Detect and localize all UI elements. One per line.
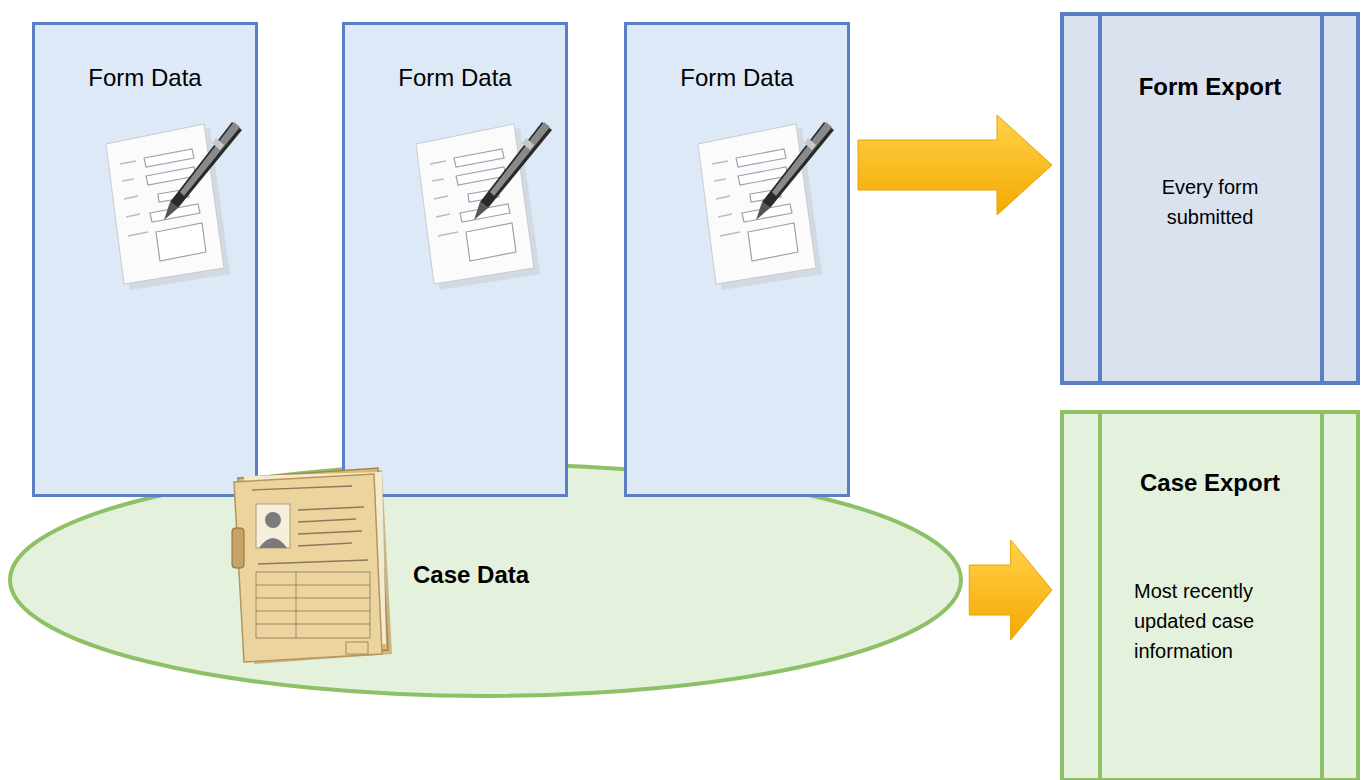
form-data-box: Form Data (342, 22, 568, 497)
block-arrow (858, 115, 1052, 215)
box-title: Form Data (398, 63, 511, 93)
form-icon (106, 122, 242, 290)
form-data-box: Form Data (624, 22, 850, 497)
case-folder-icon (232, 468, 392, 664)
box-title: Form Data (88, 63, 201, 93)
export-title: Form Export (1139, 72, 1282, 102)
form-icon (698, 122, 834, 290)
box-rail-line (1098, 414, 1102, 778)
export-title: Case Export (1140, 468, 1280, 498)
case-data-ellipse: Case Data (8, 462, 963, 698)
form-data-box: Form Data (32, 22, 258, 497)
form-export-box: Form ExportEvery form submitted (1060, 12, 1360, 385)
ellipse-title: Case Data (413, 560, 529, 590)
box-rail-line (1098, 16, 1102, 381)
box-rail-line (1320, 16, 1324, 381)
case-export-box: Case ExportMost recently updated case in… (1060, 410, 1360, 780)
block-arrow (969, 540, 1052, 640)
box-rail-line (1320, 414, 1324, 778)
export-description: Most recently updated case information (1134, 576, 1284, 666)
form-icon (416, 122, 552, 290)
box-title: Form Data (680, 63, 793, 93)
export-description: Every form submitted (1145, 172, 1275, 232)
ellipse-shape (10, 464, 961, 696)
